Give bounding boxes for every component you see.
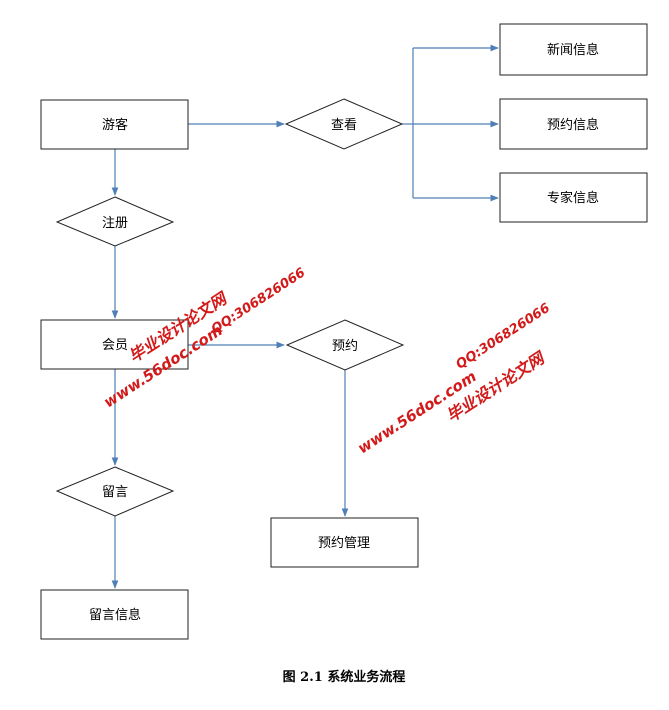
label-expert-info: 专家信息 bbox=[547, 190, 599, 206]
node-register-diamond bbox=[55, 196, 175, 247]
label-visitor: 游客 bbox=[102, 117, 128, 133]
label-reservation-info: 预约信息 bbox=[547, 117, 599, 133]
label-message-info: 留言信息 bbox=[89, 607, 141, 623]
label-news-info: 新闻信息 bbox=[547, 42, 599, 58]
node-news-info-box bbox=[499, 23, 648, 76]
node-expert-info-box bbox=[499, 172, 648, 223]
label-message: 留言 bbox=[102, 485, 128, 500]
node-visitor-box bbox=[40, 99, 189, 150]
label-register: 注册 bbox=[102, 216, 128, 231]
watermark-right: www.56doc.com QQ:306826066 毕业设计论文网 bbox=[354, 301, 553, 458]
node-view-diamond bbox=[284, 98, 404, 150]
label-reserve: 预约 bbox=[332, 339, 358, 354]
node-member-box bbox=[40, 319, 189, 370]
node-reserve-diamond bbox=[285, 319, 405, 371]
node-message-info-box bbox=[40, 589, 189, 640]
label-reservation-management: 预约管理 bbox=[318, 536, 370, 551]
label-view: 查看 bbox=[331, 117, 357, 133]
node-reservation-info-box bbox=[499, 98, 648, 150]
node-reservation-management-box bbox=[270, 517, 419, 568]
node-message-diamond bbox=[55, 466, 175, 517]
figure-caption: 图 2.1 系统业务流程 bbox=[283, 669, 406, 685]
label-member: 会员 bbox=[102, 338, 128, 353]
connectors bbox=[111, 44, 499, 589]
